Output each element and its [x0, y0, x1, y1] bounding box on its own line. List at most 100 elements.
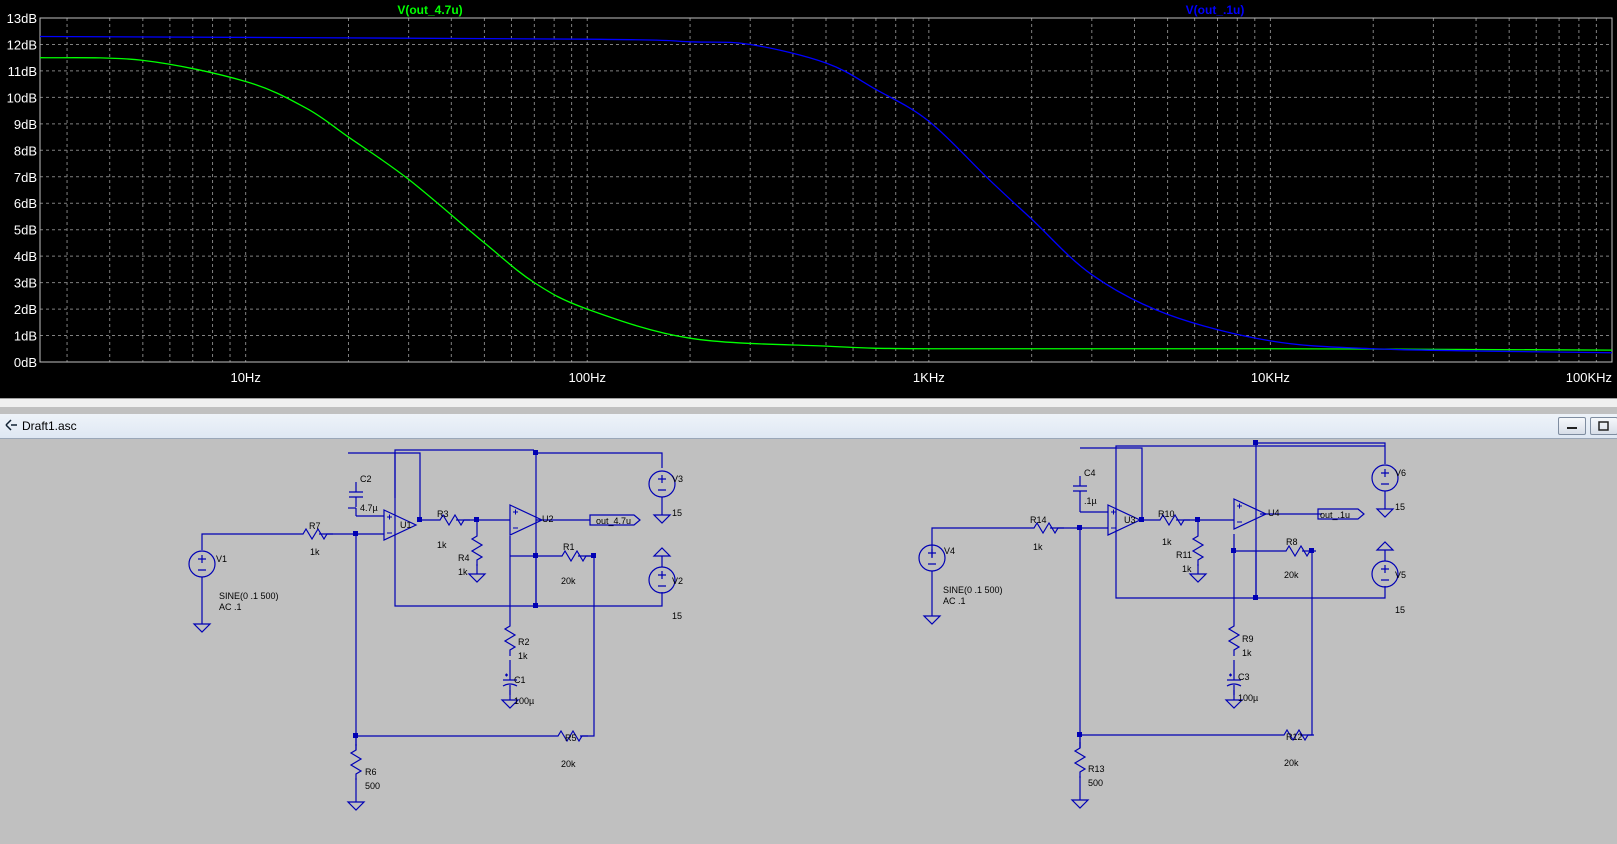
resistor-r6-icon[interactable]: [350, 743, 362, 781]
voltage-source-v1-icon[interactable]: [188, 550, 216, 578]
svg-text:R14: R14: [1030, 515, 1047, 525]
svg-text:R7: R7: [309, 521, 321, 531]
svg-text:R9: R9: [1242, 634, 1254, 644]
svg-text:R5: R5: [565, 733, 577, 743]
svg-text:SINE(0 .1 500): SINE(0 .1 500): [943, 585, 1003, 595]
svg-text:R6: R6: [365, 767, 377, 777]
y-tick-label: 7dB: [14, 170, 37, 185]
y-tick-label: 1dB: [14, 329, 37, 344]
svg-text:R11: R11: [1176, 550, 1192, 560]
minimize-button[interactable]: [1558, 417, 1586, 435]
svg-text:C4: C4: [1084, 468, 1096, 478]
waveform-plot[interactable]: 13dB12dB11dB10dB9dB8dB7dB6dB5dB4dB3dB2dB…: [0, 0, 1617, 398]
x-tick-label: 100KHz: [1566, 370, 1612, 385]
circuit-right-wires: [931, 442, 1386, 800]
resistor-r4-icon[interactable]: [471, 529, 483, 567]
svg-text:R2: R2: [518, 637, 530, 647]
svg-text:15: 15: [672, 508, 682, 518]
svg-text:V2: V2: [672, 576, 683, 586]
circuit-left-wires: [201, 449, 663, 802]
circuit-right-nodes: [1077, 440, 1314, 737]
resistor-r11-icon[interactable]: [1192, 529, 1204, 567]
svg-text:V4: V4: [944, 546, 955, 556]
svg-text:V6: V6: [1395, 468, 1406, 478]
schematic-drawing[interactable]: V1 SINE(0 .1 500) AC .1 R7 1k C2 4.7µ U1…: [0, 438, 1617, 839]
trace-label-out-.1u[interactable]: V(out_.1u): [1186, 3, 1245, 17]
svg-text:AC .1: AC .1: [219, 602, 242, 612]
x-tick-label: 10Hz: [230, 370, 260, 385]
svg-text:R10: R10: [1158, 509, 1175, 519]
circuit-right-labels: V4 SINE(0 .1 500) AC .1 R14 1k C4 .1µ U3…: [943, 468, 1406, 788]
svg-text:U3: U3: [1124, 515, 1136, 525]
resistor-r13-icon[interactable]: [1074, 741, 1086, 779]
minimize-icon: [1567, 427, 1577, 429]
svg-text:C1: C1: [514, 675, 526, 685]
svg-text:U4: U4: [1268, 508, 1280, 518]
svg-text:500: 500: [1088, 778, 1103, 788]
svg-text:100µ: 100µ: [1238, 693, 1258, 703]
y-tick-label: 10dB: [7, 90, 37, 105]
svg-text:1k: 1k: [310, 547, 320, 557]
svg-text:R13: R13: [1088, 764, 1105, 774]
resistor-r1-icon[interactable]: [555, 550, 593, 562]
svg-text:20k: 20k: [561, 759, 576, 769]
svg-text:R8: R8: [1286, 537, 1298, 547]
svg-text:SINE(0 .1 500): SINE(0 .1 500): [219, 591, 279, 601]
trace-out-4.7u[interactable]: [39, 57, 1613, 351]
ltspice-schematic-icon: [5, 419, 17, 431]
x-tick-label: 1KHz: [913, 370, 945, 385]
y-tick-label: 12dB: [7, 37, 37, 52]
y-tick-label: 2dB: [14, 302, 37, 317]
svg-text:U1: U1: [400, 520, 412, 530]
restore-icon: [1598, 421, 1609, 431]
schematic-canvas[interactable]: V1 SINE(0 .1 500) AC .1 R7 1k C2 4.7µ U1…: [0, 438, 1617, 839]
svg-text:20k: 20k: [1284, 570, 1299, 580]
restore-button[interactable]: [1590, 417, 1617, 435]
svg-text:1k: 1k: [1242, 648, 1252, 658]
y-tick-label: 5dB: [14, 223, 37, 238]
window-title: Draft1.asc: [22, 419, 77, 433]
y-tick-label: 11dB: [8, 64, 37, 79]
svg-text:R1: R1: [563, 542, 575, 552]
svg-text:15: 15: [672, 611, 682, 621]
svg-text:.1µ: .1µ: [1084, 496, 1097, 506]
circuit-left-nodes: [353, 450, 596, 738]
svg-text:V1: V1: [216, 554, 227, 564]
svg-text:100µ: 100µ: [514, 696, 534, 706]
pane-splitter[interactable]: [0, 398, 1617, 407]
y-tick-label: 3dB: [14, 276, 37, 291]
svg-text:R4: R4: [458, 553, 470, 563]
svg-text:15: 15: [1395, 502, 1405, 512]
schematic-window-titlebar[interactable]: Draft1.asc: [0, 414, 1617, 439]
resistor-r8-icon[interactable]: [1279, 545, 1317, 557]
svg-text:C2: C2: [360, 474, 372, 484]
svg-text:500: 500: [365, 781, 380, 791]
svg-text:1k: 1k: [458, 567, 468, 577]
svg-text:1k: 1k: [1182, 564, 1192, 574]
svg-text:out_4.7u: out_4.7u: [596, 516, 631, 526]
svg-text:20k: 20k: [1284, 758, 1299, 768]
y-tick-label: 13dB: [7, 11, 37, 26]
svg-text:R12: R12: [1286, 732, 1303, 742]
plot-frame: [39, 17, 1613, 363]
trace-label-out-4.7u[interactable]: V(out_4.7u): [397, 3, 462, 17]
svg-text:15: 15: [1395, 605, 1405, 615]
svg-text:20k: 20k: [561, 576, 576, 586]
out-.1u-netlabel-icon: [1317, 508, 1365, 520]
resistor-r2-icon[interactable]: [504, 619, 516, 657]
svg-text:out_.1u: out_.1u: [1320, 510, 1350, 520]
y-tick-label: 9dB: [14, 117, 37, 132]
resistor-r9-icon[interactable]: [1228, 619, 1240, 657]
svg-text:U2: U2: [542, 514, 554, 524]
circuit-left-labels: V1 SINE(0 .1 500) AC .1 R7 1k C2 4.7µ U1…: [216, 474, 683, 791]
x-tick-label: 10KHz: [1251, 370, 1290, 385]
y-tick-label: 8dB: [14, 143, 37, 158]
svg-text:4.7µ: 4.7µ: [360, 503, 378, 513]
y-tick-label: 4dB: [14, 249, 37, 264]
svg-text:1k: 1k: [518, 651, 528, 661]
trace-out-.1u[interactable]: [39, 35, 1613, 354]
svg-text:V3: V3: [672, 474, 683, 484]
svg-text:R3: R3: [437, 509, 449, 519]
svg-text:C3: C3: [1238, 672, 1250, 682]
